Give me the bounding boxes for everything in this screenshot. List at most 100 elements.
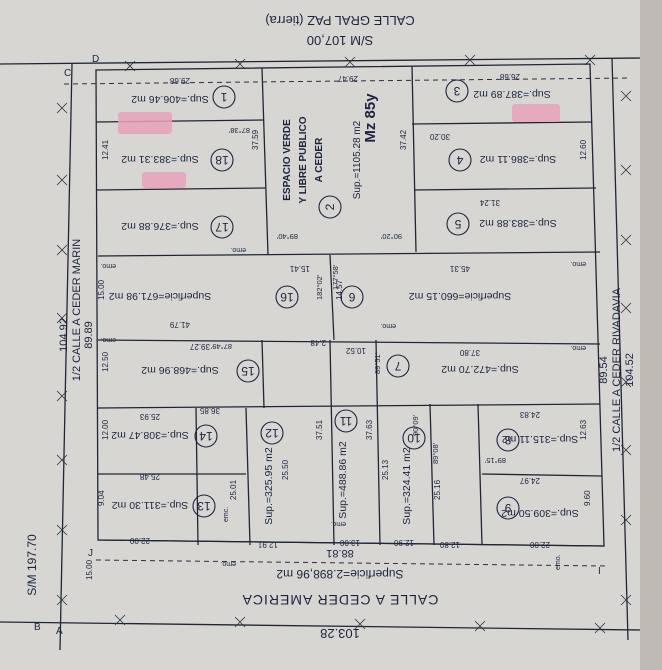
lot-number-circle [192, 494, 216, 518]
dim-label: 41.79 [169, 320, 190, 329]
stake-mark [344, 56, 356, 68]
lot-area: Sup.=383.31 m2 [121, 153, 199, 165]
dim-label: 25.01 [229, 479, 238, 500]
lot-number: 17 [215, 220, 229, 234]
corner-b: B [34, 622, 41, 633]
lot-number: 15 [241, 364, 255, 378]
boundary-stakes [56, 54, 632, 634]
lot-number-circle [318, 195, 342, 219]
lot-number-circle [448, 148, 472, 172]
dim-label: 25.13 [381, 459, 390, 480]
stake-mark [620, 594, 632, 606]
lot-number-circle [334, 409, 358, 433]
dim-label: 15.00 [97, 279, 106, 300]
lot-number-circle [445, 79, 469, 103]
lot-area: Sup.=311.30 m2 [112, 499, 189, 511]
dim-label: 26.68 [499, 72, 520, 81]
corner-c: C [64, 68, 71, 79]
stake-mark [56, 390, 68, 402]
lot-number-circle [260, 421, 284, 445]
dim-label: 37.51 [315, 419, 324, 440]
lot-number: 9 [504, 501, 511, 515]
lot-number-circle [386, 354, 410, 378]
dim-label: 31.24 [479, 198, 500, 207]
lot-number: 13 [197, 499, 211, 513]
lot-area: Sup.=1105.28 m2 [352, 120, 363, 199]
angle-label: 87°38' [228, 126, 250, 135]
angle-label: 182°02' [315, 274, 324, 300]
dim-label: 22.00 [529, 540, 550, 549]
street-right-measure-b: 104.52 [624, 353, 636, 387]
dim-label: 12.60 [579, 139, 588, 160]
dashed-lines [63, 77, 631, 567]
lot-number-circle [194, 424, 218, 448]
lot-area: Sup.=315.11 m2 [502, 433, 579, 445]
emo-mark: emo. [100, 262, 116, 269]
dim-label: 10.52 [345, 346, 366, 355]
stake-mark [56, 174, 68, 186]
lot-area: Sup.=308.47 m2 [111, 429, 189, 441]
highlights [118, 104, 560, 188]
emo-mark: emo. [555, 554, 562, 570]
emc-mark: emc. [331, 520, 346, 527]
dim-label: 25.16 [433, 479, 442, 500]
stake-mark [620, 444, 632, 456]
dim-label: 12.00 [101, 419, 110, 440]
block-inner-width: 88.81 [326, 547, 354, 559]
far-left-measure: S/M 197.70 [25, 534, 39, 596]
lot-number: 10 [407, 431, 421, 445]
corner-a: A [56, 626, 63, 637]
lot-number: 18 [215, 153, 229, 167]
dim-label: 39.27 [189, 342, 210, 351]
lot-area: Sup.=386.11 m2 [480, 153, 557, 165]
lot-number: 11 [339, 414, 352, 428]
street-top-measure: S/M 107,00 [307, 33, 374, 48]
dim-label: 12.90 [393, 538, 414, 547]
dim-label: 9.60 [583, 490, 592, 506]
lot-number: 3 [453, 84, 460, 98]
lot-number: 1 [220, 90, 227, 104]
stake-mark [620, 514, 632, 526]
stake-mark [56, 594, 68, 606]
lot-number: 8 [504, 433, 511, 447]
block-label: Mz 85y [362, 93, 379, 143]
lot-number-circle [236, 359, 260, 383]
dim-label: 12.80 [439, 540, 460, 549]
dim-label: 25.48 [139, 472, 160, 481]
stake-mark [56, 454, 68, 466]
dim-label: 12.91 [257, 540, 278, 549]
lot-number-circle [496, 428, 520, 452]
lot-area: Superficie=671.98 m2 [109, 290, 212, 302]
dim-label: 12.50 [101, 351, 110, 372]
dim-label: 13.00 [339, 538, 360, 547]
stake-mark [56, 102, 68, 114]
angle-label: 89°51' [373, 352, 382, 374]
angle-label: 89°08' [431, 442, 440, 464]
stake-mark [114, 614, 126, 626]
dim-label: 36.85 [199, 406, 220, 415]
street-lines [0, 57, 641, 651]
dim-label: 37.63 [365, 419, 374, 440]
angle-label: 87°49' [210, 342, 232, 351]
street-left-measure-a: 104.92 [58, 318, 70, 352]
dim-label: 15.41 [289, 264, 310, 273]
lot-number: 14 [199, 429, 213, 443]
stake-mark [474, 620, 486, 632]
dim-label: 45.31 [449, 264, 470, 273]
dim-label: 25.93 [139, 412, 160, 421]
dim-label: 29.47 [337, 74, 358, 83]
angle-labels: 87°38' 89°40' 90°20' 177°58' 182°02' 89°… [210, 126, 506, 465]
angle-label: 89°40' [276, 232, 298, 241]
emo-mark: emo. [570, 260, 586, 267]
lot-area: Sup.=468.96 m2 [141, 364, 219, 376]
dim-label: 15.00 [85, 559, 94, 580]
stake-mark [594, 622, 606, 634]
lot-area: Sup.=383.88 m2 [479, 217, 557, 229]
green-space-note: A CEDER [314, 137, 325, 182]
stake-mark [620, 302, 632, 314]
lot-number-circle [496, 496, 520, 520]
block-total-area: Superficie=2.898,96 m2 [276, 567, 403, 581]
stake-mark [464, 54, 476, 66]
